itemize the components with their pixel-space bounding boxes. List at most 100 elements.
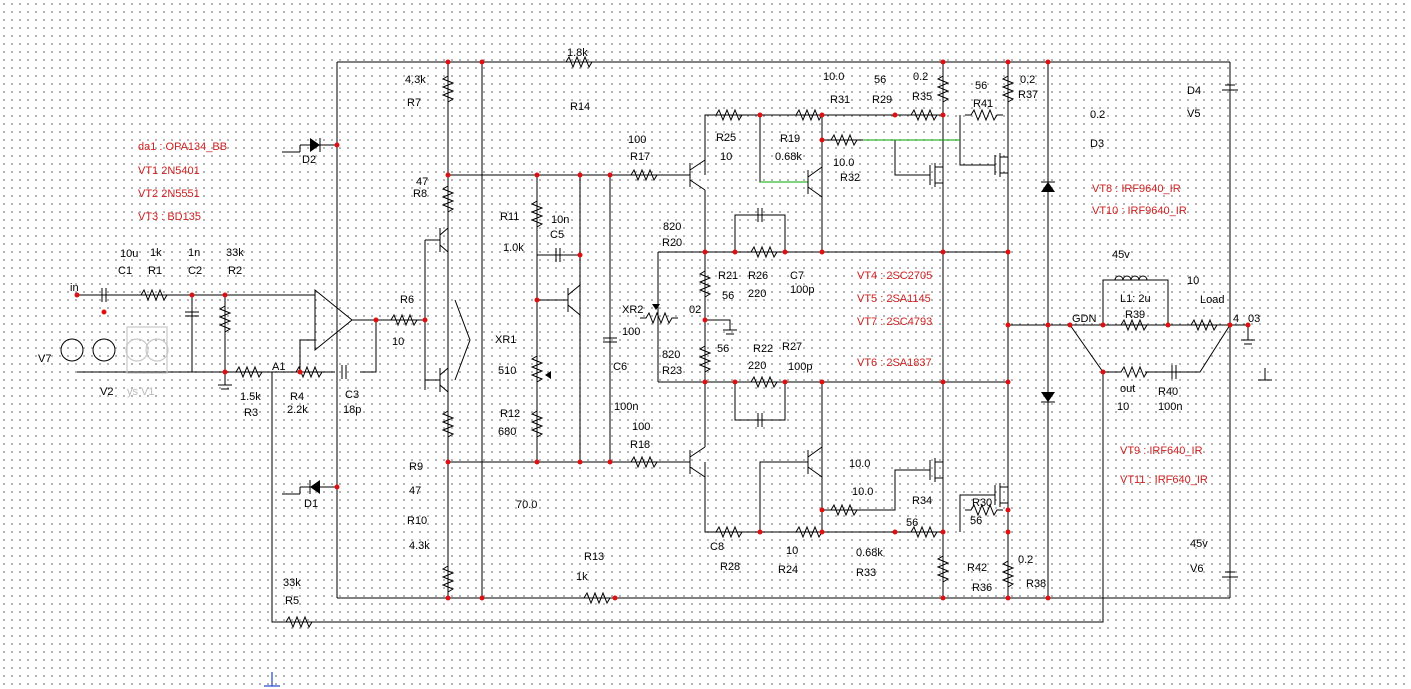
label: D2 [302, 154, 316, 166]
label: R33 [856, 567, 876, 579]
label: R38 [1026, 578, 1046, 590]
label: V5 [1187, 108, 1200, 120]
transistors [439, 153, 1008, 507]
label: 820 [662, 349, 680, 361]
note: da1 : OPA134_BB [138, 141, 227, 153]
resistors [134, 56, 1224, 628]
label: 4.3k [405, 74, 426, 86]
label: 10 [1187, 275, 1199, 287]
label: 820 [663, 221, 681, 233]
note: VT2 2N5551 [138, 188, 200, 200]
label: R14 [570, 101, 590, 113]
label: R31 [830, 94, 850, 106]
label: 10.0 [833, 157, 854, 169]
label: 1.5k [240, 391, 261, 403]
diode-d2 [299, 138, 337, 152]
label: R28 [720, 561, 740, 573]
label: R5 [285, 595, 299, 607]
label: XR2 [622, 304, 643, 316]
label: 100n [614, 401, 638, 413]
label: R36 [972, 582, 992, 594]
label: R30 [972, 497, 992, 509]
note: VT3 : BD135 [138, 211, 201, 223]
label: 47 [416, 176, 428, 188]
note: VT4 : 2SC2705 [857, 270, 932, 282]
note: VT9 : IRF640_IR [1120, 445, 1203, 457]
label: R35 [912, 91, 932, 103]
transistor-vt5 [689, 446, 706, 478]
label: C2 [188, 265, 202, 277]
label: D1 [304, 498, 318, 510]
transistor-vt7 [807, 166, 823, 198]
label: R39 [1125, 309, 1145, 321]
mosfet-vt11 [994, 483, 1008, 507]
label: R32 [840, 172, 860, 184]
label: C1 [118, 265, 132, 277]
label: 10n [551, 214, 569, 226]
label: 03 [1248, 313, 1260, 325]
label: R42 [967, 562, 987, 574]
transistor-vt2 [439, 355, 449, 405]
label: R9 [409, 461, 423, 473]
label: 220 [748, 360, 766, 372]
label: R8 [413, 188, 427, 200]
diode-d3 [1041, 181, 1055, 192]
label: R12 [500, 408, 520, 420]
label: 56 [970, 515, 982, 527]
junction-dots [74, 59, 1251, 601]
label: 1k [576, 571, 588, 583]
label: R10 [407, 515, 427, 527]
label: R22 [753, 343, 773, 355]
label: 10.0 [852, 486, 873, 498]
mosfet-vt9 [929, 458, 943, 482]
label: R6 [400, 294, 414, 306]
label: 33k [226, 247, 244, 259]
note: VT5 : 2SA1145 [857, 293, 931, 305]
capacitor-c6 [603, 337, 617, 343]
label: ys V1 [127, 386, 155, 398]
wires [77, 61, 1249, 623]
potentiometers [531, 304, 679, 389]
capacitors [101, 208, 1177, 427]
label: V2 [100, 386, 113, 398]
label: 4 [1233, 313, 1239, 325]
capacitor-c2 [185, 311, 199, 317]
label: 510 [498, 365, 516, 377]
label: C6 [613, 361, 627, 373]
label: 56 [874, 74, 886, 86]
label: 220 [748, 288, 766, 300]
label: 4.3k [409, 540, 430, 552]
transistor-vt6 [807, 446, 823, 478]
diodes [299, 138, 1055, 494]
label: R21 [718, 270, 738, 282]
label: 45v [1112, 249, 1130, 261]
label: R26 [748, 270, 768, 282]
label: 100 [628, 134, 646, 146]
label: R27 [782, 341, 802, 353]
label: 70.0 [516, 499, 537, 511]
capacitor-c8 [757, 413, 763, 427]
label: R7 [407, 97, 421, 109]
label: 56 [722, 290, 734, 302]
transistor-vt4 [689, 159, 706, 191]
label: 0.68k [775, 151, 802, 163]
label: 100 [632, 421, 650, 433]
label: 0.2 [1018, 554, 1033, 566]
label: 10.0 [823, 71, 844, 83]
label: GDN [1072, 313, 1097, 325]
label: C5 [550, 229, 564, 241]
note: VT6 : 2SA1837 [857, 357, 932, 369]
capacitor-c9 [1171, 365, 1177, 379]
label: V6 [1190, 563, 1203, 575]
label: 10 [392, 336, 404, 348]
label: R37 [1018, 89, 1038, 101]
diode-d1 [299, 480, 337, 494]
label: R34 [912, 495, 932, 507]
label: C8 [710, 541, 724, 553]
capacitor-c1 [101, 288, 107, 302]
sources [60, 84, 1238, 578]
transistor-vt1 [439, 212, 449, 265]
label: R25 [716, 132, 736, 144]
label: R24 [778, 564, 798, 576]
label: R20 [662, 237, 682, 249]
